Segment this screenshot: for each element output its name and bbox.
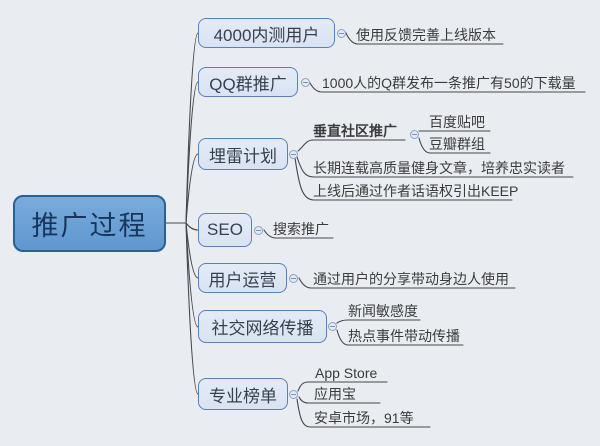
branch-app-rankings[interactable]: 专业榜单	[198, 378, 288, 410]
collapse-toggle-icon[interactable]	[289, 150, 298, 159]
collapse-toggle-icon[interactable]	[289, 274, 298, 283]
leaf-user-sharing[interactable]: 通过用户的分享带动身边人使用	[313, 271, 509, 287]
leaf-qq-download[interactable]: 1000人的Q群发布一条推广有50的下载量	[322, 75, 576, 91]
branch-seo[interactable]: SEO	[198, 213, 252, 247]
collapse-toggle-icon[interactable]	[301, 78, 310, 87]
branch-mine-plan[interactable]: 埋雷计划	[198, 138, 288, 170]
branch-user-operation[interactable]: 用户运营	[198, 263, 287, 293]
leaf-author-influence[interactable]: 上线后通过作者话语权引出KEEP	[313, 183, 519, 199]
leaf-news-sensitivity[interactable]: 新闻敏感度	[348, 303, 418, 319]
leaf-serial-articles[interactable]: 长期连载高质量健身文章，培养忠实读者	[313, 160, 565, 176]
collapse-toggle-icon[interactable]	[337, 29, 346, 38]
leaf-douban-group[interactable]: 豆瓣群组	[429, 136, 485, 152]
collapse-toggle-icon[interactable]	[289, 390, 298, 399]
leaf-feedback[interactable]: 使用反馈完善上线版本	[356, 27, 496, 43]
collapse-toggle-icon[interactable]	[410, 130, 419, 139]
root-topic[interactable]: 推广过程	[13, 195, 166, 252]
branch-social-network[interactable]: 社交网络传播	[198, 310, 327, 343]
leaf-hot-events[interactable]: 热点事件带动传播	[348, 328, 460, 344]
branch-qq-group[interactable]: QQ群推广	[198, 67, 298, 97]
leaf-android-markets[interactable]: 安卓市场，91等	[314, 410, 414, 426]
leaf-app-store[interactable]: App Store	[315, 365, 378, 381]
leaf-baidu-tieba[interactable]: 百度贴吧	[429, 114, 485, 130]
leaf-search-promo[interactable]: 搜索推广	[273, 221, 329, 237]
subbranch-vertical-community[interactable]: 垂直社区推广	[313, 123, 397, 139]
branch-beta-users[interactable]: 4000内测用户	[198, 18, 335, 48]
leaf-yingyongbao[interactable]: 应用宝	[314, 386, 356, 402]
collapse-toggle-icon[interactable]	[328, 322, 337, 331]
collapse-toggle-icon[interactable]	[254, 226, 263, 235]
